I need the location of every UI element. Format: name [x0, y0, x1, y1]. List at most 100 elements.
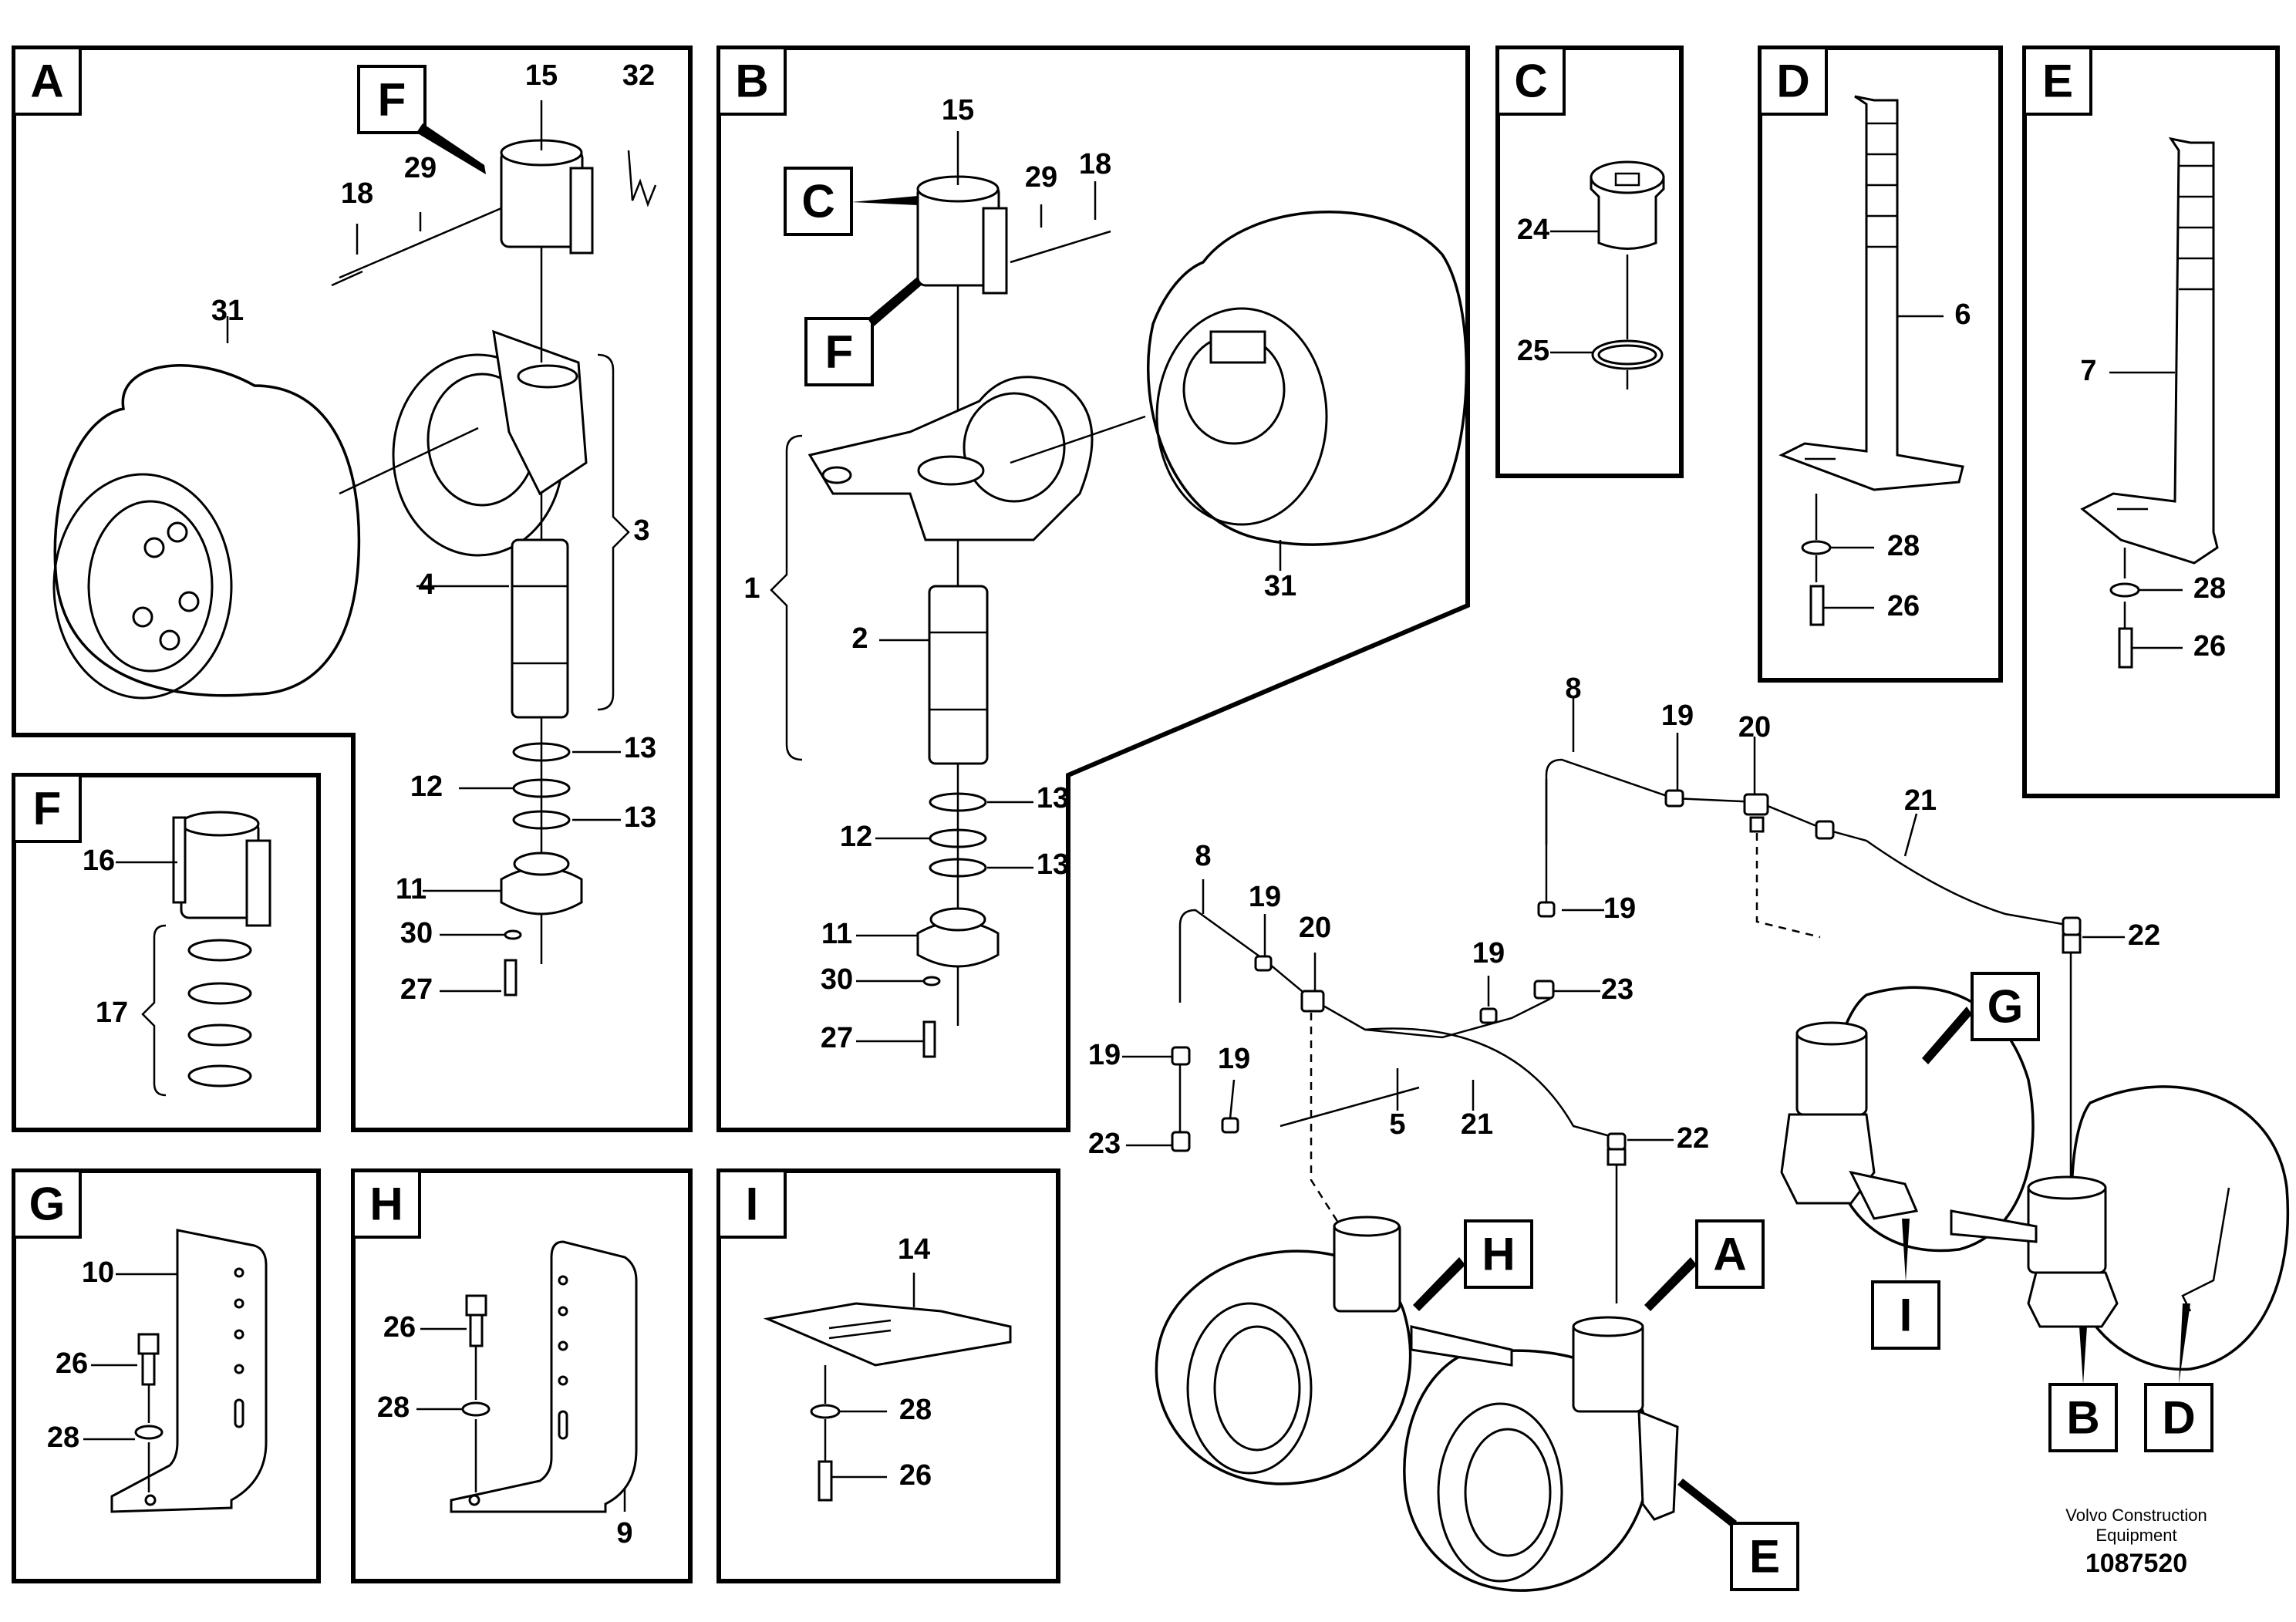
label-11-b: 11 — [821, 918, 852, 950]
label-12-a: 12 — [410, 771, 443, 803]
spindle-15-a — [339, 139, 594, 363]
panel-h-label: H — [369, 1179, 403, 1230]
label-13-b2: 13 — [1037, 848, 1069, 881]
panel-i: I 14 28 26 — [716, 1168, 1060, 1583]
label-25: 25 — [1517, 335, 1549, 367]
panel-a-label: A — [30, 56, 63, 107]
label-1: 1 — [743, 572, 760, 605]
callout-a-main: A — [1713, 1229, 1746, 1280]
callout-g-main: G — [1988, 981, 2024, 1033]
label-27-a: 27 — [400, 973, 433, 1006]
callout-h-main: H — [1482, 1229, 1515, 1280]
label-31-a: 31 — [211, 295, 244, 327]
label-26-d: 26 — [1887, 590, 1920, 622]
label-9: 9 — [616, 1517, 632, 1549]
label-30-b: 30 — [821, 963, 853, 996]
label-27-b: 27 — [821, 1022, 853, 1054]
label-28-e: 28 — [2193, 572, 2226, 605]
main-assembly: G H A I B D E — [1088, 673, 2290, 1592]
callout-f-a: F — [378, 74, 406, 126]
callout-i-main: I — [1900, 1290, 1913, 1341]
label-17: 17 — [96, 996, 128, 1029]
yoke-a — [339, 329, 588, 557]
label-23-upper: 23 — [1601, 973, 1633, 1006]
label-14: 14 — [898, 1233, 930, 1266]
callout-f-box-a — [357, 65, 426, 134]
label-28-h: 28 — [377, 1391, 410, 1424]
panel-f-label: F — [33, 783, 62, 835]
panel-b: B C F — [716, 46, 1470, 1132]
label-28-i: 28 — [899, 1394, 932, 1426]
label-20-lower: 20 — [1299, 912, 1331, 944]
callout-f-b: F — [825, 326, 854, 378]
panel-f: F 16 17 — [12, 773, 321, 1132]
footer-company-line1: Volvo Construction — [2065, 1506, 2207, 1525]
label-12-b: 12 — [840, 821, 872, 853]
label-18-b: 18 — [1079, 148, 1111, 180]
footer: Volvo Construction Equipment 1087520 — [2065, 1506, 2207, 1578]
panel-g: G 10 26 28 — [12, 1168, 321, 1583]
label-26-g: 26 — [56, 1347, 88, 1380]
label-2: 2 — [851, 622, 868, 655]
label-26-e: 26 — [2193, 630, 2226, 663]
label-22-lower: 22 — [1677, 1122, 1709, 1155]
label-8-upper: 8 — [1565, 673, 1581, 705]
label-15-b: 15 — [942, 94, 974, 126]
label-8-lower: 8 — [1195, 840, 1211, 872]
label-13-a1: 13 — [624, 732, 656, 764]
label-30-a: 30 — [400, 917, 433, 949]
label-22-upper: 22 — [2128, 919, 2160, 952]
panel-g-label: G — [29, 1179, 66, 1230]
wheel-a — [52, 364, 361, 700]
label-5: 5 — [1389, 1108, 1405, 1141]
callout-c-b: C — [801, 176, 834, 228]
label-19-u1: 19 — [1661, 700, 1694, 732]
label-13-b1: 13 — [1037, 782, 1069, 814]
panel-i-label: I — [746, 1179, 759, 1230]
label-23-lower: 23 — [1088, 1128, 1121, 1160]
panel-e-label: E — [2042, 56, 2073, 107]
label-11-a: 11 — [396, 873, 426, 905]
label-26-i: 26 — [899, 1459, 932, 1492]
callout-b-main: B — [2066, 1392, 2099, 1444]
label-19-u2: 19 — [1603, 892, 1636, 925]
label-19-l2: 19 — [1088, 1039, 1121, 1071]
panel-b-label: B — [735, 56, 768, 107]
label-24: 24 — [1517, 214, 1549, 246]
label-19-u3: 19 — [1472, 937, 1505, 969]
label-31-b: 31 — [1264, 570, 1296, 602]
label-10: 10 — [82, 1256, 114, 1289]
label-15-a: 15 — [525, 59, 558, 92]
label-21-lower: 21 — [1461, 1108, 1493, 1141]
panel-d: D 6 28 26 — [1758, 46, 2003, 683]
label-20-upper: 20 — [1738, 711, 1771, 744]
label-28-d: 28 — [1887, 530, 1920, 562]
label-18-a: 18 — [341, 177, 373, 210]
label-16: 16 — [83, 845, 115, 877]
panel-h: H 26 28 9 — [351, 1168, 693, 1583]
panel-a: A F — [12, 46, 693, 1132]
panel-c-label: C — [1514, 56, 1547, 107]
label-28-g: 28 — [47, 1421, 79, 1454]
label-6: 6 — [1954, 298, 1971, 331]
label-26-h: 26 — [383, 1311, 416, 1344]
footer-company-line2: Equipment — [2095, 1526, 2176, 1545]
callout-d-main: D — [2162, 1392, 2195, 1444]
label-32: 32 — [622, 59, 655, 92]
label-21-upper: 21 — [1904, 784, 1937, 817]
footer-drawing-number: 1087520 — [2085, 1549, 2187, 1578]
label-7: 7 — [2080, 355, 2096, 387]
panel-c: C 24 25 — [1495, 46, 1684, 478]
pin-4-a — [511, 538, 569, 719]
label-19-l1: 19 — [1249, 881, 1281, 913]
label-3: 3 — [633, 514, 649, 547]
panel-e: E 7 28 26 — [2022, 46, 2280, 798]
label-29-a: 29 — [404, 152, 437, 184]
panel-d-label: D — [1776, 56, 1809, 107]
label-19-l3: 19 — [1218, 1043, 1250, 1075]
label-29-b: 29 — [1025, 161, 1057, 194]
label-4: 4 — [418, 568, 434, 601]
callout-e-main: E — [1749, 1531, 1780, 1583]
label-13-a2: 13 — [624, 801, 656, 834]
